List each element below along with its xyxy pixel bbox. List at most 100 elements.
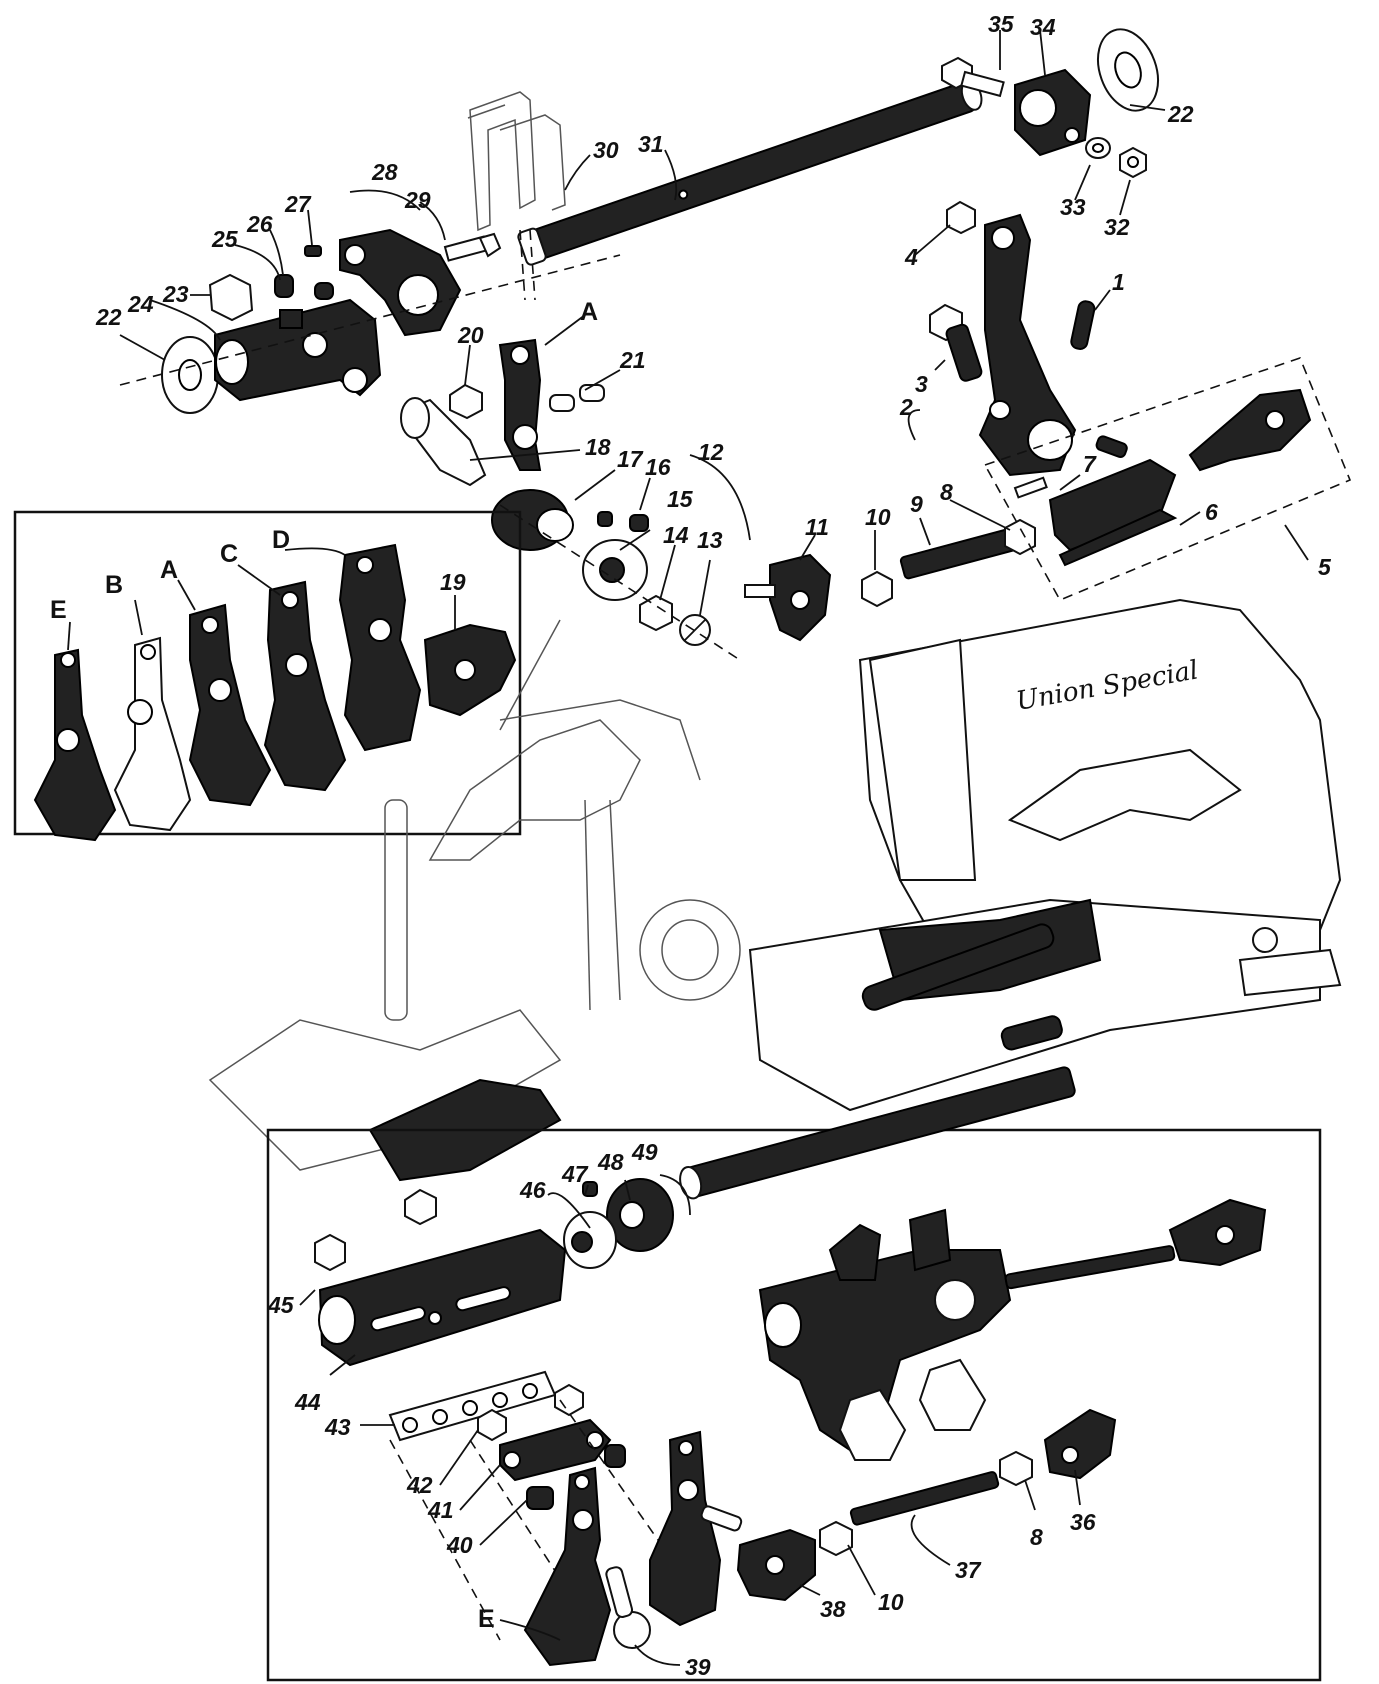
label-28: 28 — [371, 159, 398, 185]
top-shaft-assembly — [119, 28, 1352, 661]
label-30: 30 — [593, 137, 619, 163]
letter-e-bottom: E — [478, 1605, 495, 1633]
lever-2 — [978, 213, 1077, 477]
label-22b: 22 — [95, 304, 122, 330]
label-38: 38 — [820, 1596, 846, 1622]
label-13: 13 — [697, 527, 723, 553]
label-31: 31 — [638, 131, 664, 157]
letter-e-inset: E — [50, 596, 67, 624]
bracket-11 — [744, 553, 832, 642]
label-4: 4 — [904, 244, 918, 270]
screw-13 — [679, 614, 711, 646]
letter-labels: A E B A C D E — [50, 298, 598, 1633]
sleeve-44 — [318, 1228, 567, 1367]
label-18: 18 — [585, 434, 611, 460]
label-26: 26 — [246, 211, 273, 237]
label-10a: 10 — [865, 504, 891, 530]
label-46: 46 — [519, 1177, 546, 1203]
screw-25 — [274, 274, 294, 298]
plate-43 — [388, 1370, 557, 1442]
collar-48 — [606, 1178, 674, 1252]
label-8a: 8 — [940, 479, 953, 505]
nuts-42 — [477, 1383, 584, 1442]
washer-33 — [1085, 137, 1111, 159]
washer-22-right — [1097, 28, 1159, 112]
spring-1 — [1070, 300, 1096, 350]
nut-32 — [1119, 146, 1147, 179]
label-1: 1 — [1112, 269, 1125, 295]
label-5: 5 — [1318, 554, 1332, 580]
label-25: 25 — [211, 226, 239, 252]
label-7: 7 — [1083, 451, 1097, 477]
label-15: 15 — [667, 486, 694, 512]
assembled-holder-group — [758, 1198, 1267, 1461]
nut-8-top — [1004, 518, 1036, 556]
label-35: 35 — [988, 11, 1015, 37]
label-19: 19 — [440, 569, 466, 595]
nut-10-top — [861, 570, 893, 608]
label-6: 6 — [1205, 499, 1218, 525]
label-37: 37 — [955, 1557, 982, 1583]
letter-a-top: A — [580, 298, 598, 326]
label-10b: 10 — [878, 1589, 904, 1615]
label-48: 48 — [597, 1149, 624, 1175]
group-5-box — [984, 357, 1352, 602]
label-47: 47 — [561, 1161, 589, 1187]
collar-15 — [582, 539, 648, 601]
holder-e-inset — [33, 648, 117, 842]
bottom-box-assembly — [266, 1066, 1322, 1682]
nut-23 — [208, 273, 254, 322]
label-34: 34 — [1030, 14, 1056, 40]
bracket-19-inset — [423, 623, 517, 717]
letter-c-inset: C — [220, 540, 238, 568]
screw-3 — [929, 303, 983, 382]
bracket-36 — [1043, 1408, 1117, 1480]
screw-29 — [443, 232, 502, 262]
label-11: 11 — [805, 514, 829, 540]
holder-e-bottom — [523, 1466, 612, 1667]
holder-c-inset — [263, 580, 347, 792]
bracket-30-ghost — [467, 91, 566, 232]
label-27: 27 — [284, 191, 312, 217]
collar-46 — [563, 1211, 617, 1269]
lever-28 — [339, 228, 462, 337]
screw-9 — [899, 526, 1022, 580]
holder-a-inset — [188, 603, 272, 807]
stud-18 — [400, 397, 487, 487]
letter-a-inset: A — [160, 556, 178, 584]
label-29: 29 — [404, 187, 431, 213]
letter-d-inset: D — [272, 526, 290, 554]
label-17: 17 — [617, 446, 644, 472]
collar-24 — [214, 298, 382, 402]
screw-39 — [605, 1566, 651, 1649]
screw-37 — [849, 1471, 1000, 1526]
label-24: 24 — [127, 291, 154, 317]
label-36: 36 — [1070, 1509, 1096, 1535]
label-3: 3 — [915, 371, 928, 397]
label-39: 39 — [685, 1654, 711, 1680]
screw-27 — [304, 245, 322, 257]
label-12: 12 — [698, 439, 724, 465]
label-42: 42 — [406, 1472, 433, 1498]
shaft-49 — [679, 1066, 1076, 1200]
screw-16 — [597, 511, 649, 532]
link-41 — [499, 1418, 626, 1482]
holder-b-inset — [113, 636, 192, 832]
label-20: 20 — [457, 322, 484, 348]
label-33: 33 — [1060, 194, 1086, 220]
leader-lines — [67, 29, 1309, 1666]
label-40: 40 — [446, 1532, 473, 1558]
inset-needle-holders — [13, 510, 522, 842]
label-22a: 22 — [1167, 101, 1194, 127]
nut-45 — [314, 1233, 346, 1272]
label-14: 14 — [663, 522, 689, 548]
nut-4 — [946, 200, 976, 235]
letter-b-inset: B — [105, 571, 123, 599]
label-9: 9 — [910, 491, 923, 517]
label-41: 41 — [427, 1497, 454, 1523]
nut-10-bottom — [819, 1520, 853, 1557]
bracket-38 — [736, 1528, 816, 1602]
holder-a-17 — [491, 338, 574, 551]
spacer-40 — [526, 1486, 554, 1510]
shaft-31 — [517, 79, 983, 266]
